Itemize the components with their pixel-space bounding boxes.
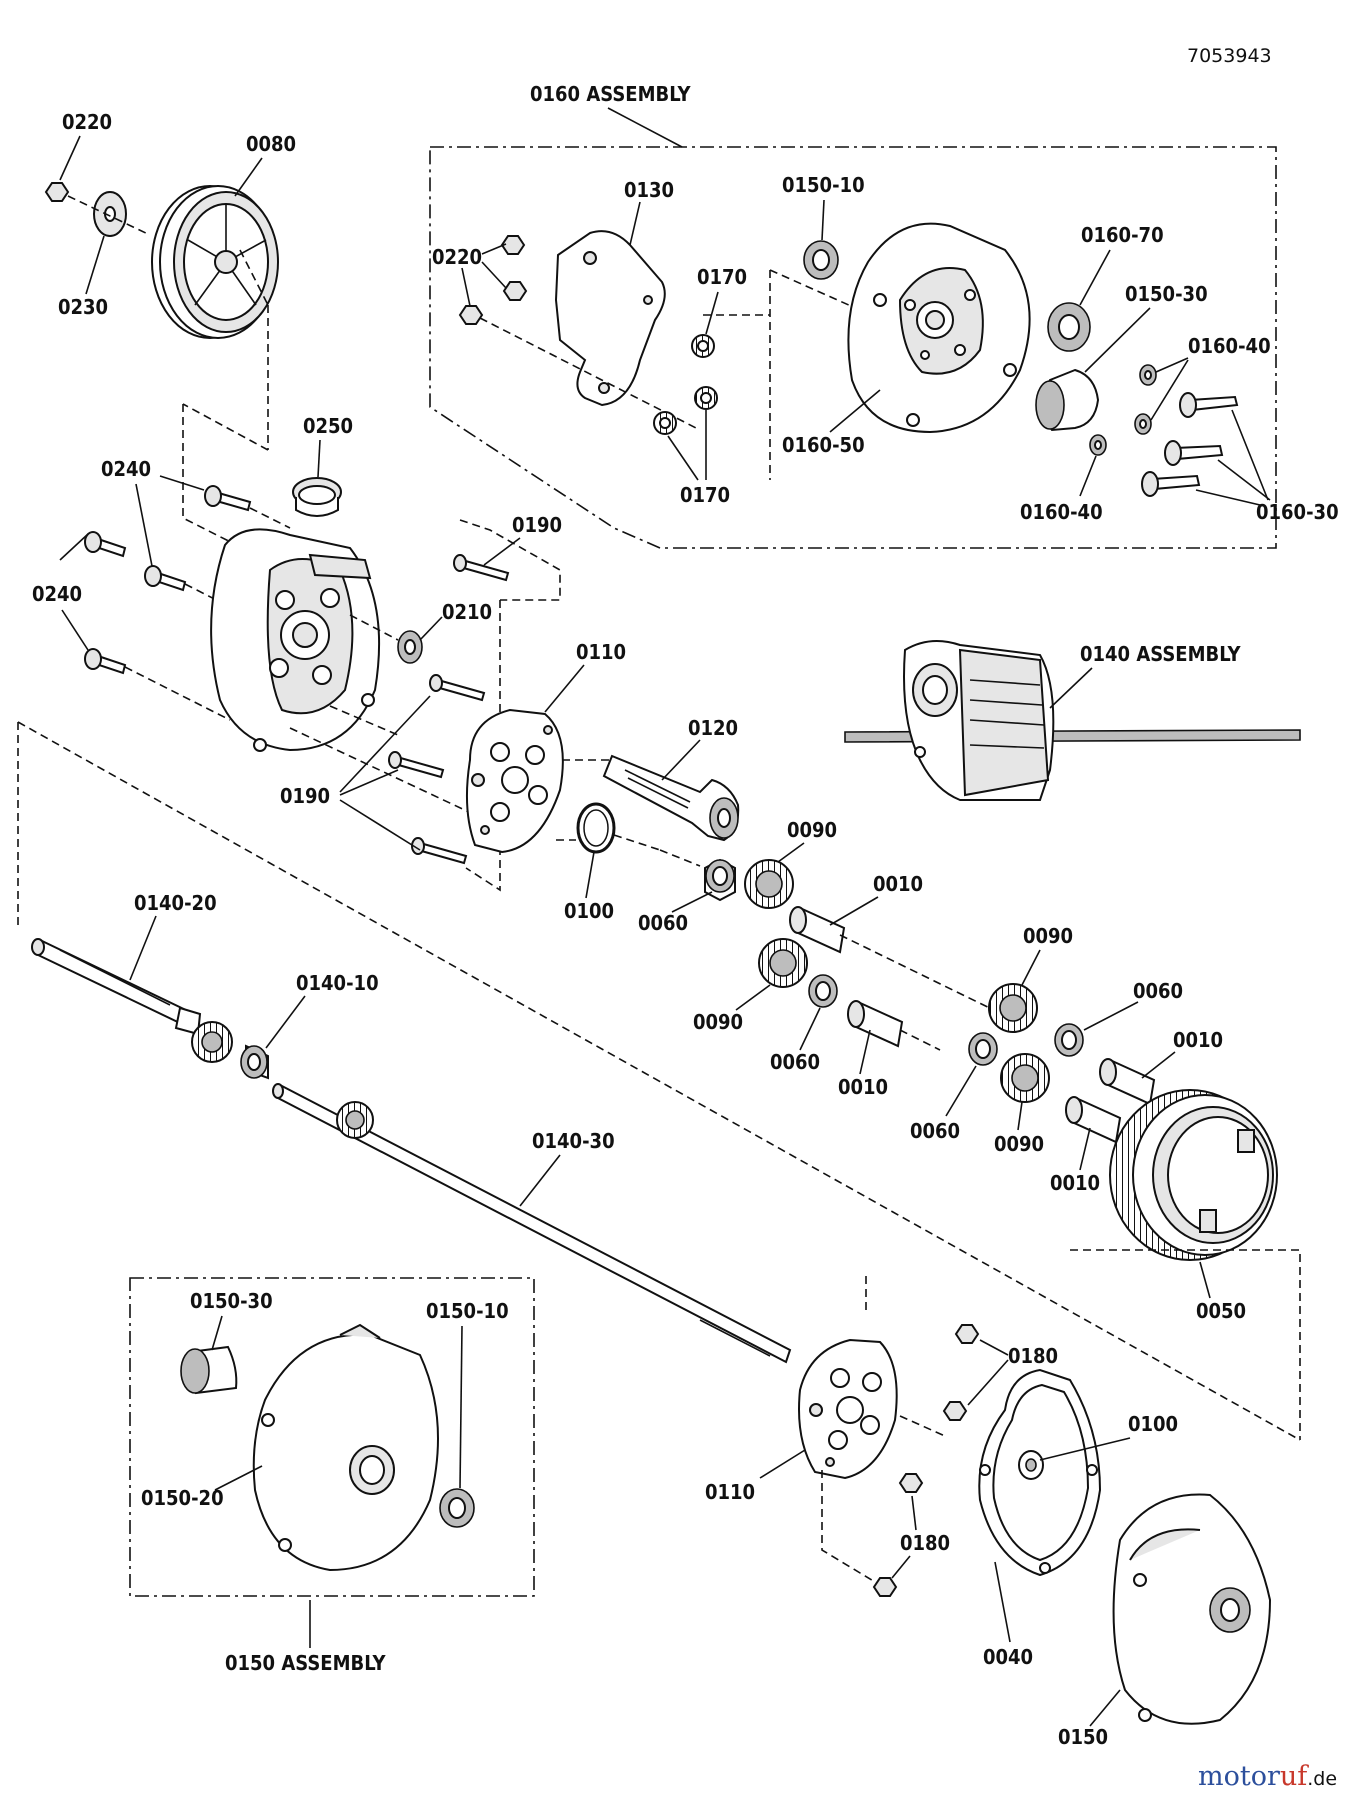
label-0100-a: 0100 bbox=[564, 899, 614, 923]
label-0090-c: 0090 bbox=[1023, 924, 1073, 948]
pin-0010-b bbox=[847, 1000, 904, 1048]
label-0090-d: 0090 bbox=[994, 1132, 1044, 1156]
label-0010-b: 0010 bbox=[838, 1075, 888, 1099]
bushing-0060-b bbox=[815, 981, 831, 1001]
label-0050: 0050 bbox=[1196, 1299, 1246, 1323]
nut-0220-a bbox=[44, 182, 70, 202]
label-0150-30-b: 0150-30 bbox=[190, 1289, 273, 1313]
label-0110-a: 0110 bbox=[576, 640, 626, 664]
label-0240-a: 0240 bbox=[101, 457, 151, 481]
bushing-0060-a bbox=[712, 866, 728, 886]
label-0060-b: 0060 bbox=[770, 1050, 820, 1074]
label-0150-30-a: 0150-30 bbox=[1125, 282, 1208, 306]
planetary-parts: 0060 0090 0010 0090 0060 0010 bbox=[638, 818, 1223, 1195]
bushing-0060-c bbox=[1061, 1030, 1077, 1050]
label-0170-b: 0170 bbox=[680, 483, 730, 507]
plug-0250 bbox=[292, 477, 342, 517]
label-0190-b: 0190 bbox=[280, 784, 330, 808]
assembly-0160-group: 0160 ASSEMBLY 0130 0220 0170 bbox=[429, 82, 1339, 549]
carrier-0110-bottom bbox=[798, 1338, 898, 1480]
label-0150: 0150 bbox=[1058, 1725, 1108, 1749]
bracket-0130 bbox=[554, 230, 666, 407]
ring-gear-0050 bbox=[1109, 1089, 1278, 1261]
pulley-0080 bbox=[151, 185, 279, 339]
label-0160-30: 0160-30 bbox=[1256, 500, 1339, 524]
label-0150-20: 0150-20 bbox=[141, 1486, 224, 1510]
gasket-0040 bbox=[978, 1368, 1102, 1577]
nut-0180-group bbox=[872, 1324, 980, 1597]
label-0140-10: 0140-10 bbox=[296, 971, 379, 995]
bolt-0190-group bbox=[388, 554, 510, 865]
label-0150-10-b: 0150-10 bbox=[426, 1299, 509, 1323]
label-0160-70: 0160-70 bbox=[1081, 223, 1164, 247]
label-0250: 0250 bbox=[303, 414, 353, 438]
label-0080: 0080 bbox=[246, 132, 296, 156]
pin-0010-a bbox=[789, 906, 846, 954]
label-0010-c: 0010 bbox=[1173, 1028, 1223, 1052]
ring-0100-top bbox=[576, 802, 616, 854]
label-0220-b: 0220 bbox=[432, 245, 482, 269]
label-0140-30: 0140-30 bbox=[532, 1129, 615, 1153]
label-0180-b: 0180 bbox=[900, 1531, 950, 1555]
label-0010-a: 0010 bbox=[873, 872, 923, 896]
label-0100-b: 0100 bbox=[1128, 1412, 1178, 1436]
bearing-0150-10-bottom bbox=[439, 1488, 475, 1528]
label-0060-d: 0060 bbox=[910, 1119, 960, 1143]
label-0120: 0120 bbox=[688, 716, 738, 740]
shaft-0140-20 bbox=[31, 938, 233, 1063]
nut-0220-group bbox=[458, 235, 528, 325]
carrier-0110-top bbox=[465, 708, 564, 854]
label-0140-20: 0140-20 bbox=[134, 891, 217, 915]
label-0040: 0040 bbox=[983, 1645, 1033, 1669]
housing-0150-20 bbox=[252, 1323, 439, 1572]
assembly-0140-illustration bbox=[844, 640, 1301, 801]
label-0090-b: 0090 bbox=[693, 1010, 743, 1034]
label-0190-a: 0190 bbox=[512, 513, 562, 537]
bushing-0140-10 bbox=[240, 1044, 269, 1080]
shaft-0140-30 bbox=[272, 1083, 792, 1364]
pin-0010-c bbox=[1099, 1058, 1156, 1106]
bolt-0240-group bbox=[84, 485, 252, 675]
label-0160-40-b: 0160-40 bbox=[1020, 500, 1103, 524]
label-0090-a: 0090 bbox=[787, 818, 837, 842]
pin-0010-d bbox=[1065, 1096, 1122, 1144]
pulley-group: 0220 0230 0080 bbox=[44, 110, 296, 451]
label-0210: 0210 bbox=[442, 600, 492, 624]
bushing-0150-30-top bbox=[1035, 368, 1100, 432]
label-0060-a: 0060 bbox=[638, 911, 688, 935]
label-0160-50: 0160-50 bbox=[782, 433, 865, 457]
assembly-0160-label: 0160 ASSEMBLY bbox=[530, 82, 692, 106]
label-0130: 0130 bbox=[624, 178, 674, 202]
svg-text:motoruf.de: motoruf.de bbox=[1198, 1761, 1337, 1792]
label-0010-d: 0010 bbox=[1050, 1171, 1100, 1195]
bushing-0150-30-bottom bbox=[180, 1345, 238, 1395]
label-0240-b: 0240 bbox=[32, 582, 82, 606]
label-0180-a: 0180 bbox=[1008, 1344, 1058, 1368]
label-0060-c: 0060 bbox=[1133, 979, 1183, 1003]
assembly-0150-label: 0150 ASSEMBLY bbox=[225, 1651, 387, 1675]
bushing-0060-d bbox=[975, 1039, 991, 1059]
diagram-number: 7053943 bbox=[1187, 45, 1272, 67]
label-0220-a: 0220 bbox=[62, 110, 112, 134]
label-0150-10-a: 0150-10 bbox=[782, 173, 865, 197]
label-0230: 0230 bbox=[58, 295, 108, 319]
pin-0160-30-group bbox=[1141, 392, 1239, 497]
watermark-logo: motoruf.de bbox=[1198, 1761, 1337, 1792]
housing-0160-50 bbox=[847, 222, 1031, 434]
label-0160-40-a: 0160-40 bbox=[1188, 334, 1271, 358]
cover-0150 bbox=[1112, 1493, 1272, 1725]
label-0170-a: 0170 bbox=[697, 265, 747, 289]
washer-0170-group bbox=[653, 334, 718, 435]
housing-main bbox=[210, 528, 381, 752]
assembly-0140-label: 0140 ASSEMBLY bbox=[1080, 642, 1242, 666]
assembly-0150-group: 0150 ASSEMBLY 0150-30 0150-20 0150-10 bbox=[129, 1277, 535, 1675]
shaft-0120 bbox=[602, 754, 740, 842]
label-0110-b: 0110 bbox=[705, 1480, 755, 1504]
housing-left-group: 0250 0240 0240 bbox=[32, 404, 562, 892]
